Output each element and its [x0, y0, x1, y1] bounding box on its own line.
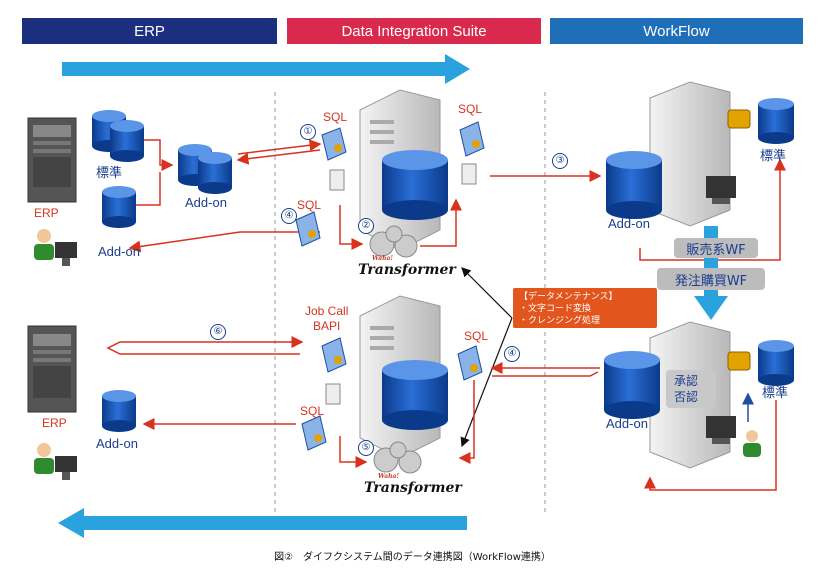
standard-label-left: 標準 [96, 165, 123, 180]
standard-db-left-icon [92, 110, 144, 162]
standard-label-wf-top: 標準 [760, 148, 787, 163]
sales-wf-box: 販売系WF [674, 238, 758, 258]
arrow-right-big [62, 54, 470, 84]
maintenance-title: 【データメンテナンス】 [519, 292, 618, 302]
flow-5-in [458, 380, 475, 464]
addon-db-bottom-left-icon [102, 390, 136, 432]
erp-label-bottom: ERP [42, 416, 67, 430]
gear-icon-top [369, 225, 418, 258]
addon-label-wf-top: Add-on [608, 216, 650, 231]
erp-server-top-icon [27, 117, 77, 203]
sql-label-4b: SQL [464, 329, 489, 343]
flow-1-fwd [237, 139, 322, 155]
maintenance-item-2: ・クレンジング処理 [519, 316, 601, 326]
sql-tool-icon-3 [459, 121, 485, 157]
standard-db-wf-bottom-icon [758, 340, 794, 386]
erp-header: ERP [22, 18, 277, 44]
addon-db-left-icon [102, 186, 136, 228]
addon-label-left: Add-on [98, 244, 140, 259]
purchase-wf-box: 発注購買WF [657, 268, 765, 290]
arrow-left-big [58, 508, 467, 538]
flow-wf-bottom [644, 400, 777, 491]
addon-db-wf-bottom-icon [604, 351, 660, 419]
sql-tool-icon-4 [295, 211, 321, 247]
flow-5 [339, 436, 368, 468]
dis-db-bottom-icon [382, 360, 448, 430]
standard-label-wf-bottom: 標準 [762, 385, 789, 400]
addon-label-wf-bottom: Add-on [606, 416, 648, 431]
flow-2 [339, 205, 364, 250]
maintenance-box: 【データメンテナンス】 ・文字コード変換 ・クレンジング処理 [513, 288, 657, 328]
flow-addon-to-addon [136, 172, 161, 206]
step-6: ⑥ [210, 324, 226, 340]
step-2: ② [358, 218, 374, 234]
maintenance-item-1: ・文字コード変換 [519, 304, 592, 314]
sql-tool-icon-4b [457, 345, 483, 381]
user-icon-top [34, 229, 77, 266]
transformer-logo-top: Waha!Transformer [358, 255, 456, 278]
puzzle-icon-top [727, 109, 751, 129]
addon-label-mid: Add-on [185, 195, 227, 210]
document-icon-3 [325, 383, 341, 405]
figure-caption: 図② ダイフクシステム間のデータ連携図（WorkFlow連携） [274, 552, 551, 563]
dis-header: Data Integration Suite [287, 18, 541, 44]
flow-4-top [128, 231, 320, 253]
sql-label-5: SQL [300, 404, 325, 418]
dis-db-top-icon [382, 150, 448, 220]
flow-std-to-addon [144, 139, 174, 171]
sql-label-4: SQL [297, 198, 322, 212]
sql-tool-icon-1 [321, 127, 347, 161]
addon-db-mid-icon [178, 144, 232, 194]
step-1: ① [300, 124, 316, 140]
step-4-top: ④ [281, 208, 297, 224]
transformer-logo-bottom: Waha!Transformer [364, 473, 462, 496]
flow-2-out [420, 198, 462, 247]
user-icon-bottom [34, 443, 77, 480]
document-icon-2 [461, 163, 477, 185]
gear-icon-bottom [373, 441, 422, 474]
document-icon-1 [329, 169, 345, 191]
addon-db-wf-top-icon [606, 151, 662, 219]
maint-arrow-up [461, 267, 513, 319]
wf-server-top-icon [649, 81, 736, 227]
step-4-bottom: ④ [504, 346, 520, 362]
user-icon-wf [743, 430, 761, 457]
flow-6 [106, 341, 300, 355]
addon-label-bottom-left: Add-on [96, 436, 138, 451]
maint-arrow-down [460, 317, 513, 448]
sql-label-1: SQL [323, 110, 348, 124]
puzzle-icon-bottom [727, 351, 751, 371]
step-5: ⑤ [358, 440, 374, 456]
erp-label-top: ERP [34, 206, 59, 220]
erp-server-bottom-icon [27, 325, 77, 413]
approval-text: 承認否認 [674, 374, 699, 404]
flow-1-back [236, 149, 321, 165]
step-3: ③ [552, 153, 568, 169]
workflow-header: WorkFlow [550, 18, 803, 44]
standard-db-wf-top-icon [758, 98, 794, 144]
sql-tool-icon-5 [301, 415, 327, 451]
approval-box [666, 370, 716, 408]
flow-4-bottom-b [492, 371, 599, 377]
sql-label-2: SQL [458, 102, 483, 116]
sql-tool-icon-jobcall [321, 337, 347, 373]
